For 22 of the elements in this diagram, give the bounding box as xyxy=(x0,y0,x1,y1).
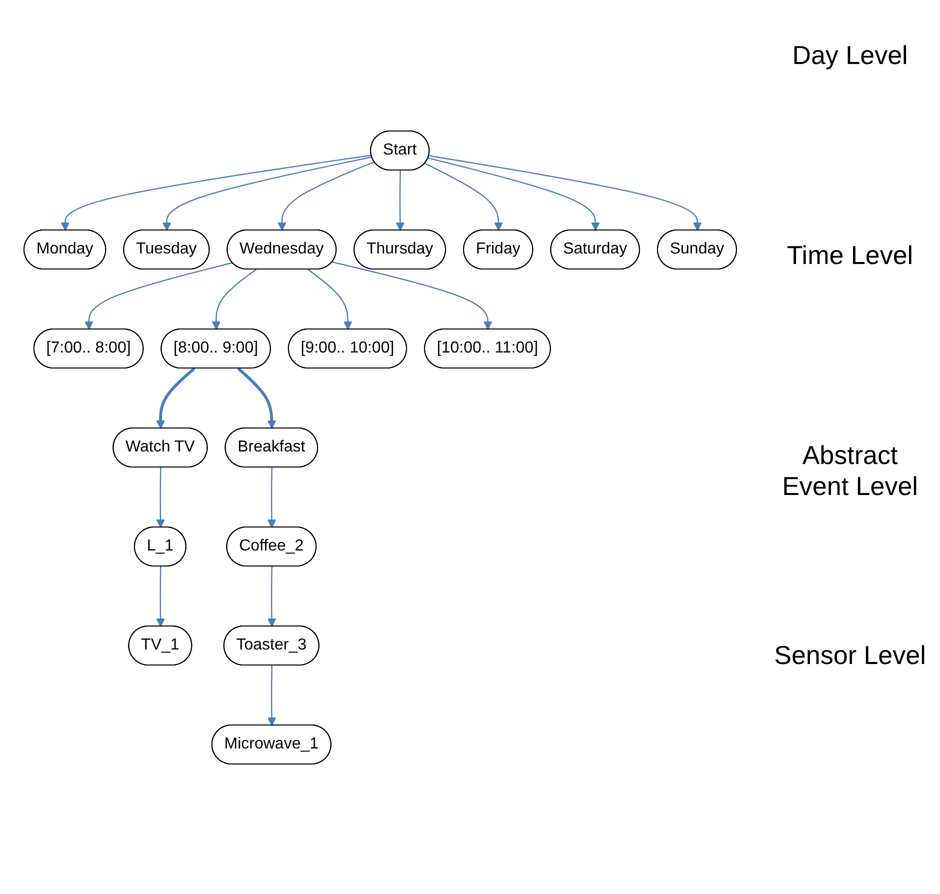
arrow xyxy=(267,566,276,626)
level-label: Time Level xyxy=(786,240,914,271)
arrow xyxy=(277,160,374,230)
arrow xyxy=(212,268,256,330)
arrow xyxy=(332,261,492,330)
arrow xyxy=(307,268,352,330)
level-label: Abstract Event Level xyxy=(781,440,919,502)
arrow xyxy=(156,466,165,528)
level-label: Day Level xyxy=(791,40,909,71)
arrow xyxy=(267,664,276,726)
arrow xyxy=(156,566,165,626)
arrow xyxy=(60,154,372,230)
arrow xyxy=(162,156,372,230)
arrow xyxy=(428,154,702,230)
level-label: Sensor Level xyxy=(773,640,927,671)
arrow xyxy=(428,157,600,230)
arrow xyxy=(236,366,276,428)
arrow xyxy=(84,262,232,330)
arrow xyxy=(396,170,404,230)
arrow xyxy=(267,466,276,528)
arrow xyxy=(156,366,196,428)
arrow xyxy=(424,162,503,230)
